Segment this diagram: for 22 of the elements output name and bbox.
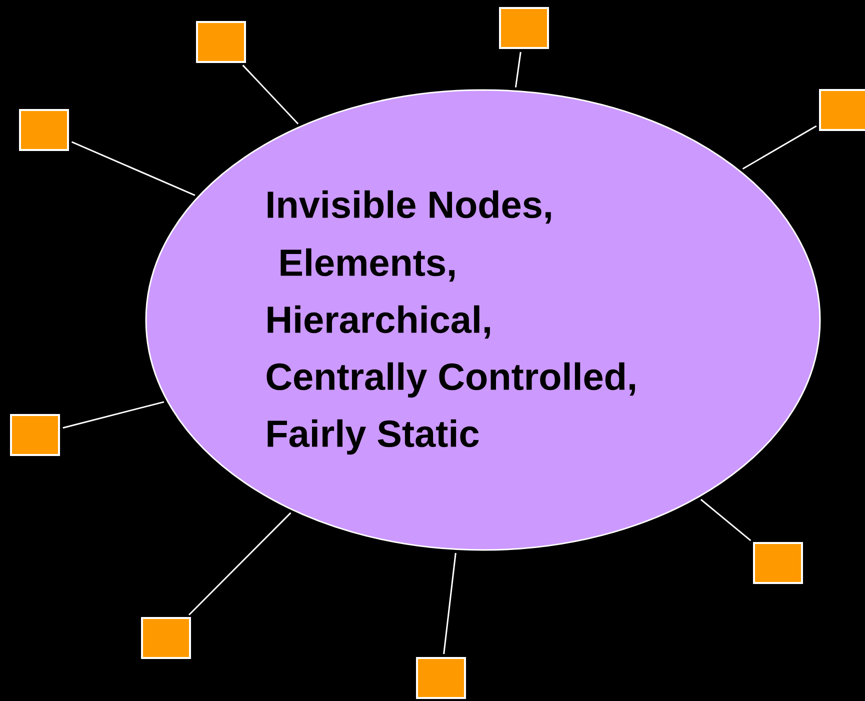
square (753, 542, 803, 584)
connector-line (71, 141, 196, 196)
node-text: Centrally Controlled, (266, 362, 635, 398)
connector-line (443, 552, 456, 654)
node-text: Invisible Nodes, (268, 190, 551, 224)
connector-line (700, 498, 752, 542)
connector-line (62, 401, 164, 429)
square (196, 21, 246, 63)
node-text: Fairly Static (268, 419, 479, 455)
node-text: Hierarchical, (268, 305, 490, 339)
square (499, 7, 549, 49)
square (819, 89, 865, 131)
connector-line (188, 512, 292, 616)
ellipse (145, 89, 821, 551)
square (19, 109, 69, 151)
connector-line (514, 52, 522, 88)
node-text: Elements, (280, 248, 454, 282)
square (10, 414, 60, 456)
square (416, 657, 466, 699)
square (141, 617, 191, 659)
connector-line (242, 64, 299, 124)
connector-line (742, 125, 817, 170)
